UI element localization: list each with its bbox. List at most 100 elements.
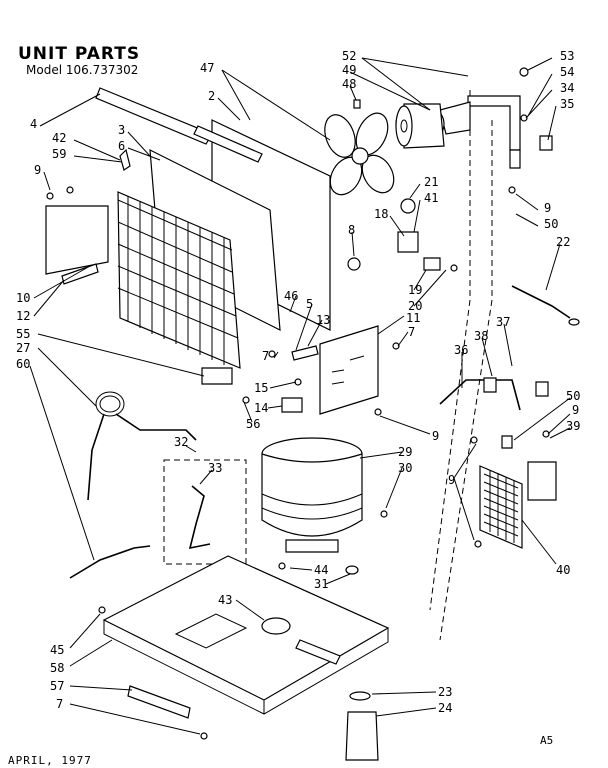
callout-13: 13 xyxy=(316,313,330,327)
callout-44: 44 xyxy=(314,563,328,577)
callout-9-b: 9 xyxy=(544,201,551,215)
part-19 xyxy=(423,257,441,271)
base-pan xyxy=(102,555,390,715)
callout-53: 53 xyxy=(560,49,574,63)
wiring-detail-box xyxy=(163,459,247,565)
bar-57 xyxy=(127,685,191,719)
tube-end xyxy=(568,318,580,326)
knob-21 xyxy=(400,198,416,214)
callout-4: 4 xyxy=(30,117,37,131)
coiled-tube xyxy=(87,391,197,501)
callout-32: 32 xyxy=(174,435,188,449)
grommet-31 xyxy=(345,565,359,575)
clamp-55 xyxy=(201,367,233,385)
callout-59: 59 xyxy=(52,147,66,161)
bar-13 xyxy=(291,345,319,361)
fan-motor xyxy=(395,103,445,149)
callout-58: 58 xyxy=(50,661,64,675)
callout-29: 29 xyxy=(398,445,412,459)
callout-3: 3 xyxy=(118,123,125,137)
callout-56: 56 xyxy=(246,417,260,431)
callout-7-c: 7 xyxy=(56,697,63,711)
bracket-base xyxy=(295,639,341,665)
callout-27: 27 xyxy=(16,341,30,355)
callout-54: 54 xyxy=(560,65,574,79)
fan-blade xyxy=(324,112,395,196)
callout-20: 20 xyxy=(408,299,422,313)
callout-6: 6 xyxy=(118,139,125,153)
motor-bracket xyxy=(439,95,521,169)
publication-date: APRIL, 1977 xyxy=(8,754,92,767)
clip-42 xyxy=(119,148,131,171)
vent-grille-40 xyxy=(479,465,523,549)
callout-34: 34 xyxy=(560,81,574,95)
callout-55: 55 xyxy=(16,327,30,341)
callout-43: 43 xyxy=(218,593,232,607)
relay-39 xyxy=(527,461,557,501)
callout-11: 11 xyxy=(406,311,420,325)
callout-18: 18 xyxy=(374,207,388,221)
callout-40: 40 xyxy=(556,563,570,577)
callout-45: 45 xyxy=(50,643,64,657)
compressor xyxy=(261,437,363,553)
callout-48: 48 xyxy=(342,77,356,91)
guide-line-fan xyxy=(429,90,471,611)
callout-57: 57 xyxy=(50,679,64,693)
rail-4 xyxy=(95,87,213,145)
callout-31: 31 xyxy=(314,577,328,591)
callout-12: 12 xyxy=(16,309,30,323)
clip-50b xyxy=(501,435,513,449)
callout-9-d: 9 xyxy=(572,403,579,417)
condenser-coil xyxy=(117,191,241,369)
page-code: A5 xyxy=(540,734,554,747)
callout-2: 2 xyxy=(208,89,215,103)
callout-22: 22 xyxy=(556,235,570,249)
callout-14: 14 xyxy=(254,401,268,415)
callout-24: 24 xyxy=(438,701,452,715)
capillary-tube xyxy=(511,285,571,319)
callout-36: 36 xyxy=(454,343,468,357)
screw-set xyxy=(46,186,550,740)
callout-41: 41 xyxy=(424,191,438,205)
connector-37 xyxy=(535,381,549,397)
rail-2 xyxy=(193,125,263,163)
callout-49: 49 xyxy=(342,63,356,77)
bracket-14 xyxy=(281,397,303,413)
callout-46: 46 xyxy=(284,289,298,303)
clip-48 xyxy=(353,99,361,109)
callout-19: 19 xyxy=(408,283,422,297)
callout-10: 10 xyxy=(16,291,30,305)
callout-33: 33 xyxy=(208,461,222,475)
callout-50-a: 50 xyxy=(544,217,558,231)
model-number: Model 106.737302 xyxy=(26,63,139,77)
ring-8 xyxy=(347,257,361,271)
control-18 xyxy=(397,231,419,253)
callout-52: 52 xyxy=(342,49,356,63)
callout-21: 21 xyxy=(424,175,438,189)
callout-5: 5 xyxy=(306,297,313,311)
callout-37: 37 xyxy=(496,315,510,329)
callout-38: 38 xyxy=(474,329,488,343)
callout-39: 39 xyxy=(566,419,580,433)
callout-35: 35 xyxy=(560,97,574,111)
leader-lines xyxy=(29,57,571,735)
clamp-23 xyxy=(349,691,371,701)
screw-34 xyxy=(520,114,528,122)
wire-harness xyxy=(69,545,151,579)
callout-47: 47 xyxy=(200,61,214,75)
callout-8: 8 xyxy=(348,223,355,237)
terminal-block-35 xyxy=(539,135,553,151)
control-panel-bracket xyxy=(319,325,379,415)
page-title: UNIT PARTS xyxy=(18,44,141,64)
callout-9-e: 9 xyxy=(448,473,455,487)
nut-53 xyxy=(519,67,529,77)
callout-9-c: 9 xyxy=(432,429,439,443)
callout-30: 30 xyxy=(398,461,412,475)
callout-7-b: 7 xyxy=(262,349,269,363)
guide-line-bracket xyxy=(439,120,493,641)
drain-43 xyxy=(261,617,291,635)
callout-23: 23 xyxy=(438,685,452,699)
callout-50-b: 50 xyxy=(566,389,580,403)
